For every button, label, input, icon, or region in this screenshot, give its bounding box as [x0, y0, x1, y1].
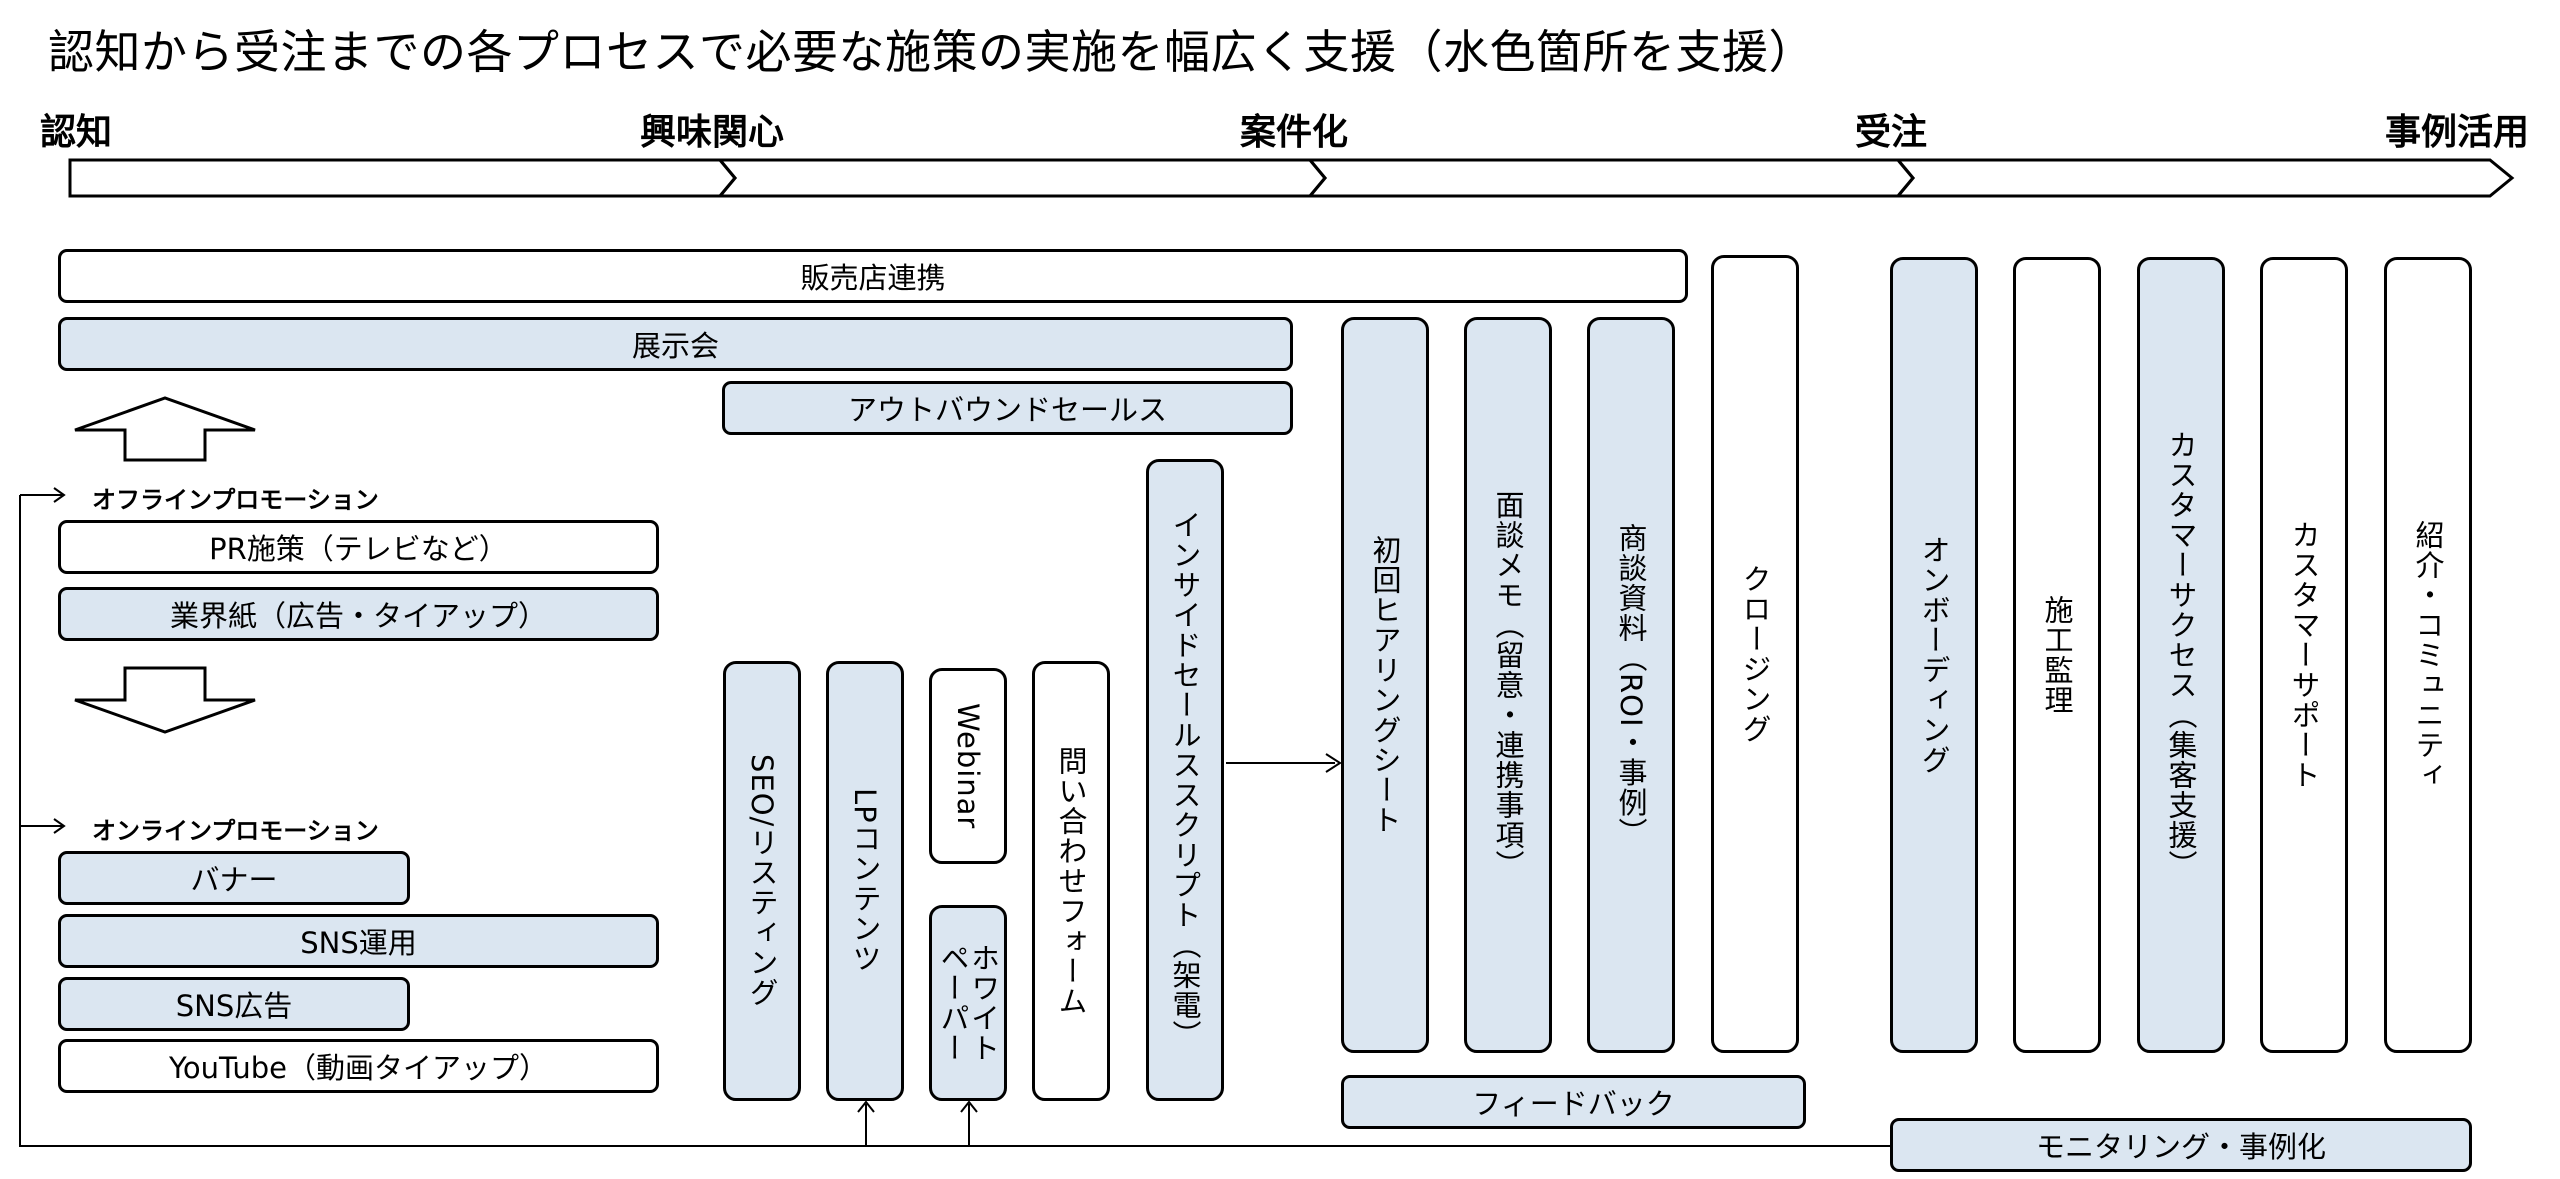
- stage-arrow-4: [1894, 158, 2515, 198]
- outbound-sales-box: アウトバウンドセールス: [722, 381, 1293, 435]
- online-promotion-label: オンラインプロモーション: [92, 817, 379, 845]
- seo-box: SEO/リスティング: [723, 661, 801, 1101]
- stage-case-study: 事例活用: [2385, 112, 2530, 153]
- customer-support-box: カスタマーサポート: [2260, 257, 2348, 1053]
- inside-sales-box: インサイドセールススクリプト（架電）: [1146, 459, 1224, 1101]
- exhibition-box: 展示会: [58, 317, 1293, 371]
- inquiry-form-box: 問い合わせフォーム: [1032, 661, 1110, 1101]
- sns-ops-box: SNS運用: [58, 914, 659, 968]
- customer-success-box: カスタマーサクセス（集客支援）: [2137, 257, 2225, 1053]
- offline-promotion-label: オフラインプロモーション: [92, 486, 379, 514]
- sales-partner-box: 販売店連携: [58, 249, 1688, 303]
- meeting-memo-box: 面談メモ（留意・連携事項）: [1464, 317, 1552, 1053]
- monitoring-box: モニタリング・事例化: [1890, 1118, 2472, 1172]
- stage-opportunity: 案件化: [1240, 112, 1349, 153]
- whitepaper-box: ホワイトペーパー: [929, 905, 1007, 1101]
- hearing-sheet-box: 初回ヒアリングシート: [1341, 317, 1429, 1053]
- closing-box: クロージング: [1711, 255, 1799, 1053]
- stage-arrow-3: [1306, 158, 1915, 198]
- onboarding-box: オンボーディング: [1890, 257, 1978, 1053]
- youtube-box: YouTube（動画タイアップ）: [58, 1039, 659, 1093]
- sales-materials-box: 商談資料（ROI・事例）: [1587, 317, 1675, 1053]
- lp-arrowhead: [857, 1100, 875, 1113]
- banner-box: バナー: [58, 851, 410, 905]
- feedback-box: フィードバック: [1341, 1075, 1806, 1129]
- pr-box: PR施策（テレビなど）: [58, 520, 659, 574]
- stage-order: 受注: [1855, 112, 1928, 153]
- stage-interest: 興味関心: [640, 112, 785, 153]
- feedback-loop-line: [19, 495, 1898, 1147]
- lp-content-box: LPコンテンツ: [826, 661, 904, 1101]
- referral-community-box: 紹介・コミュニティ: [2384, 257, 2472, 1053]
- up-arrow: [74, 396, 256, 462]
- stage-arrow-2: [716, 158, 1327, 198]
- online-arrowhead: [53, 818, 66, 834]
- stage-awareness: 認知: [40, 112, 113, 153]
- webinar-box: Webinar: [929, 668, 1007, 864]
- sns-ads-box: SNS広告: [58, 977, 410, 1031]
- trade-paper-box: 業界紙（広告・タイアップ）: [58, 587, 659, 641]
- stage-arrow-bar: [68, 158, 737, 198]
- construction-box: 施工監理: [2013, 257, 2101, 1053]
- page-title: 認知から受注までの各プロセスで必要な施策の実施を幅広く支援（水色箇所を支援）: [48, 25, 1815, 79]
- offline-arrowhead: [53, 487, 66, 503]
- whitepaper-arrowhead: [960, 1100, 978, 1113]
- hearing-arrowhead: [1325, 753, 1342, 773]
- down-arrow: [74, 666, 256, 734]
